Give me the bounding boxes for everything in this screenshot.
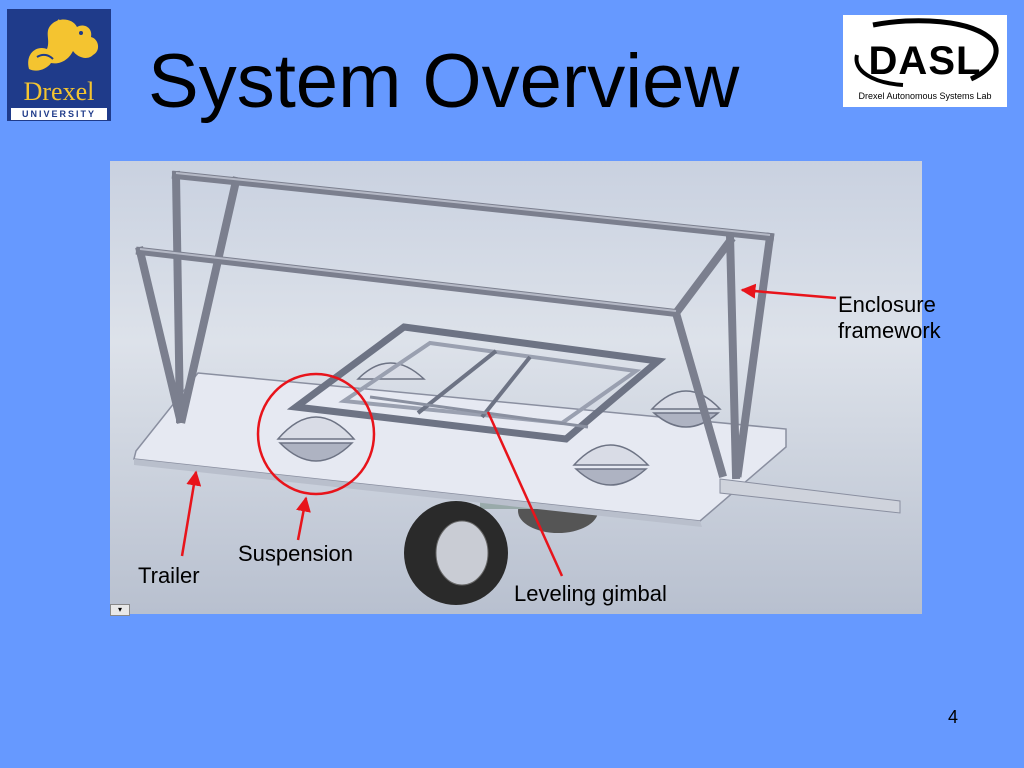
slide-title: System Overview	[148, 39, 740, 124]
trailer-arrow	[180, 470, 202, 557]
trailer-tongue	[719, 478, 901, 514]
callout-leveling-gimbal: Leveling gimbal	[514, 581, 667, 606]
dasl-subtitle: Drexel Autonomous Systems Lab	[858, 91, 992, 101]
dasl-logo: DASL Drexel Autonomous Systems Lab	[843, 15, 1007, 107]
dasl-swoosh-icon	[854, 18, 999, 87]
dragon-icon	[28, 19, 99, 71]
callout-enclosure-line2: framework	[838, 318, 941, 344]
drexel-wordmark: Drexel	[23, 77, 95, 106]
leveling-gimbal	[286, 323, 667, 443]
callout-trailer: Trailer	[138, 563, 200, 588]
callout-suspension: Suspension	[238, 541, 353, 566]
enclosure-framework	[135, 170, 775, 480]
drexel-logo: Drexel UNIVERSITY	[7, 9, 111, 121]
leveling-arrow	[486, 411, 564, 577]
suspension-arrow	[296, 496, 311, 541]
enclosure-arrow	[740, 283, 837, 300]
page-number: 4	[948, 707, 959, 727]
trailer-cad-render	[110, 161, 922, 614]
front-wheel	[404, 501, 508, 605]
render-corner-button[interactable]: ▾	[110, 604, 130, 616]
dasl-wordmark: DASL	[868, 39, 982, 83]
callout-enclosure: Enclosure framework	[838, 292, 941, 345]
suspension-highlight-circle	[256, 372, 376, 496]
drexel-university-label: UNIVERSITY	[11, 108, 107, 120]
callout-enclosure-line1: Enclosure	[838, 292, 936, 317]
